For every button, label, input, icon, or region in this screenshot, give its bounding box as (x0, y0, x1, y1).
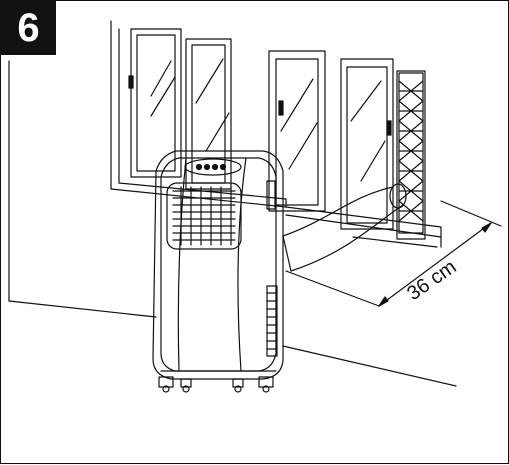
exhaust-hose-icon (282, 183, 407, 272)
dimension-label: 36 cm (403, 256, 460, 305)
portable-air-conditioner-icon (152, 150, 284, 393)
window-slider-kit-icon (398, 72, 424, 234)
step-number-badge: 6 (1, 1, 56, 55)
room-lines (8, 60, 457, 387)
dimension-lines (285, 200, 502, 307)
